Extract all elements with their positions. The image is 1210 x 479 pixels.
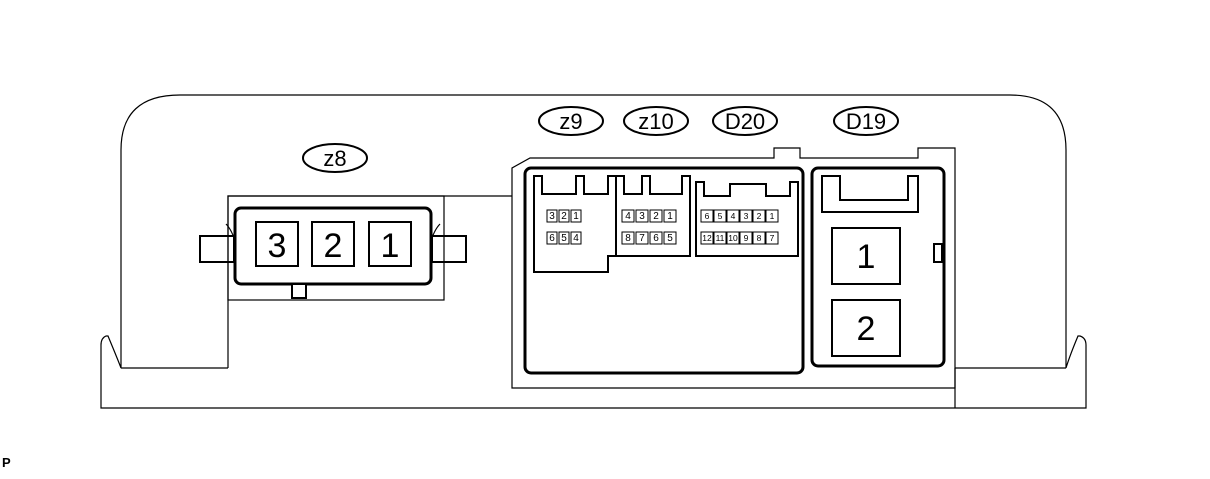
signal-connector-shell bbox=[523, 166, 805, 375]
z9-pin-label: 4 bbox=[573, 233, 579, 244]
z8-pin-1 bbox=[368, 221, 412, 267]
z10-pin-label: 1 bbox=[667, 211, 673, 222]
z10-pin-label: 2 bbox=[653, 211, 659, 222]
D20-pin-cell bbox=[726, 231, 740, 245]
D20-pin-label: 4 bbox=[731, 211, 736, 221]
D20-pin-cell bbox=[713, 231, 727, 245]
z10-pin-cell bbox=[635, 231, 649, 245]
z10-pin-label: 6 bbox=[653, 233, 659, 244]
z9-callout-label: z9 bbox=[559, 109, 582, 134]
z8-pin-1-label: 1 bbox=[381, 227, 400, 265]
corner-mark: P bbox=[2, 455, 11, 470]
D20-pin-label: 5 bbox=[718, 211, 723, 221]
z10-pin-cell bbox=[635, 209, 649, 223]
D20-pin-cell bbox=[739, 231, 753, 245]
z9-pin-label: 1 bbox=[573, 211, 579, 222]
z8-recess-frame bbox=[227, 195, 445, 301]
z8-latch-right bbox=[431, 235, 467, 263]
D19-pin-1 bbox=[831, 227, 901, 285]
z9-pin-cell bbox=[558, 231, 570, 245]
z9-pin-label: 6 bbox=[549, 233, 555, 244]
right-recess bbox=[511, 147, 956, 389]
D20-pin-cell bbox=[765, 231, 779, 245]
ecu-body-outline bbox=[100, 94, 1087, 409]
z9-pin-label: 2 bbox=[561, 211, 567, 222]
z10-pin-label: 8 bbox=[625, 233, 631, 244]
D20-pin-label: 9 bbox=[744, 233, 749, 243]
z8-callout-label: z8 bbox=[323, 146, 346, 171]
z10-callout bbox=[623, 106, 689, 136]
D19-pin-2 bbox=[831, 299, 901, 357]
D19-side-key bbox=[933, 243, 943, 263]
z9-pin-cell bbox=[546, 209, 558, 223]
z8-pin-2 bbox=[311, 221, 355, 267]
z8-pin-3-label: 3 bbox=[268, 227, 287, 265]
z10-pin-label: 5 bbox=[667, 233, 673, 244]
z8-key bbox=[291, 283, 307, 299]
D20-pin-label: 12 bbox=[702, 233, 712, 243]
connector-D19: 1 2 bbox=[810, 166, 946, 368]
D19-pin-1-label: 1 bbox=[857, 238, 876, 276]
D20-pin-label: 11 bbox=[716, 233, 725, 243]
D20-callout bbox=[712, 106, 778, 136]
z10-pin-label: 4 bbox=[625, 211, 631, 222]
D19-callout-label: D19 bbox=[846, 109, 886, 134]
D20-pin-cell bbox=[739, 209, 753, 223]
D20-pin-label: 6 bbox=[705, 211, 710, 221]
connector-z8: 3 2 1 bbox=[199, 206, 467, 299]
z8-pin-3 bbox=[255, 221, 299, 267]
z10-pin-cell bbox=[621, 209, 635, 223]
z9-pin-cell bbox=[546, 231, 558, 245]
D19-pin-2-label: 2 bbox=[857, 310, 876, 348]
D20-pin-cell bbox=[752, 209, 766, 223]
D20-pin-label: 2 bbox=[757, 211, 762, 221]
D20-pin-label: 3 bbox=[744, 211, 749, 221]
z9-pin-cell bbox=[570, 209, 582, 223]
D20-pin-label: 10 bbox=[728, 233, 738, 243]
z10-pin-cell bbox=[649, 209, 663, 223]
D20-pin-cell bbox=[700, 209, 714, 223]
z9-callout bbox=[538, 106, 604, 136]
D20-callout-label: D20 bbox=[725, 109, 765, 134]
D20-pin-cell bbox=[765, 209, 779, 223]
z9-pin-cell bbox=[570, 231, 582, 245]
D19-callout bbox=[833, 106, 899, 136]
z8-callout bbox=[302, 143, 368, 173]
D20-pin-cell bbox=[752, 231, 766, 245]
D20-pin-cell bbox=[700, 231, 714, 245]
z10-pin-cell bbox=[663, 231, 677, 245]
z8-latch-left bbox=[199, 235, 235, 263]
z10-pin-cell bbox=[649, 231, 663, 245]
z10-pin-cell bbox=[663, 209, 677, 223]
D20-pin-cell bbox=[726, 209, 740, 223]
D20-pin-label: 8 bbox=[757, 233, 762, 243]
z8-pin-2-label: 2 bbox=[324, 227, 343, 265]
D20-pin-label: 7 bbox=[770, 233, 775, 243]
z10-pin-label: 3 bbox=[639, 211, 645, 222]
z9-housing bbox=[533, 175, 617, 273]
D20-pin-label: 1 bbox=[770, 211, 775, 221]
z9-pin-label: 5 bbox=[561, 233, 567, 244]
z10-callout-label: z10 bbox=[638, 109, 673, 134]
z10-pin-label: 7 bbox=[639, 233, 645, 244]
z9-pin-cell bbox=[558, 209, 570, 223]
z10-pin-cell bbox=[621, 231, 635, 245]
z9-pin-label: 3 bbox=[549, 211, 555, 222]
D20-pin-cell bbox=[713, 209, 727, 223]
